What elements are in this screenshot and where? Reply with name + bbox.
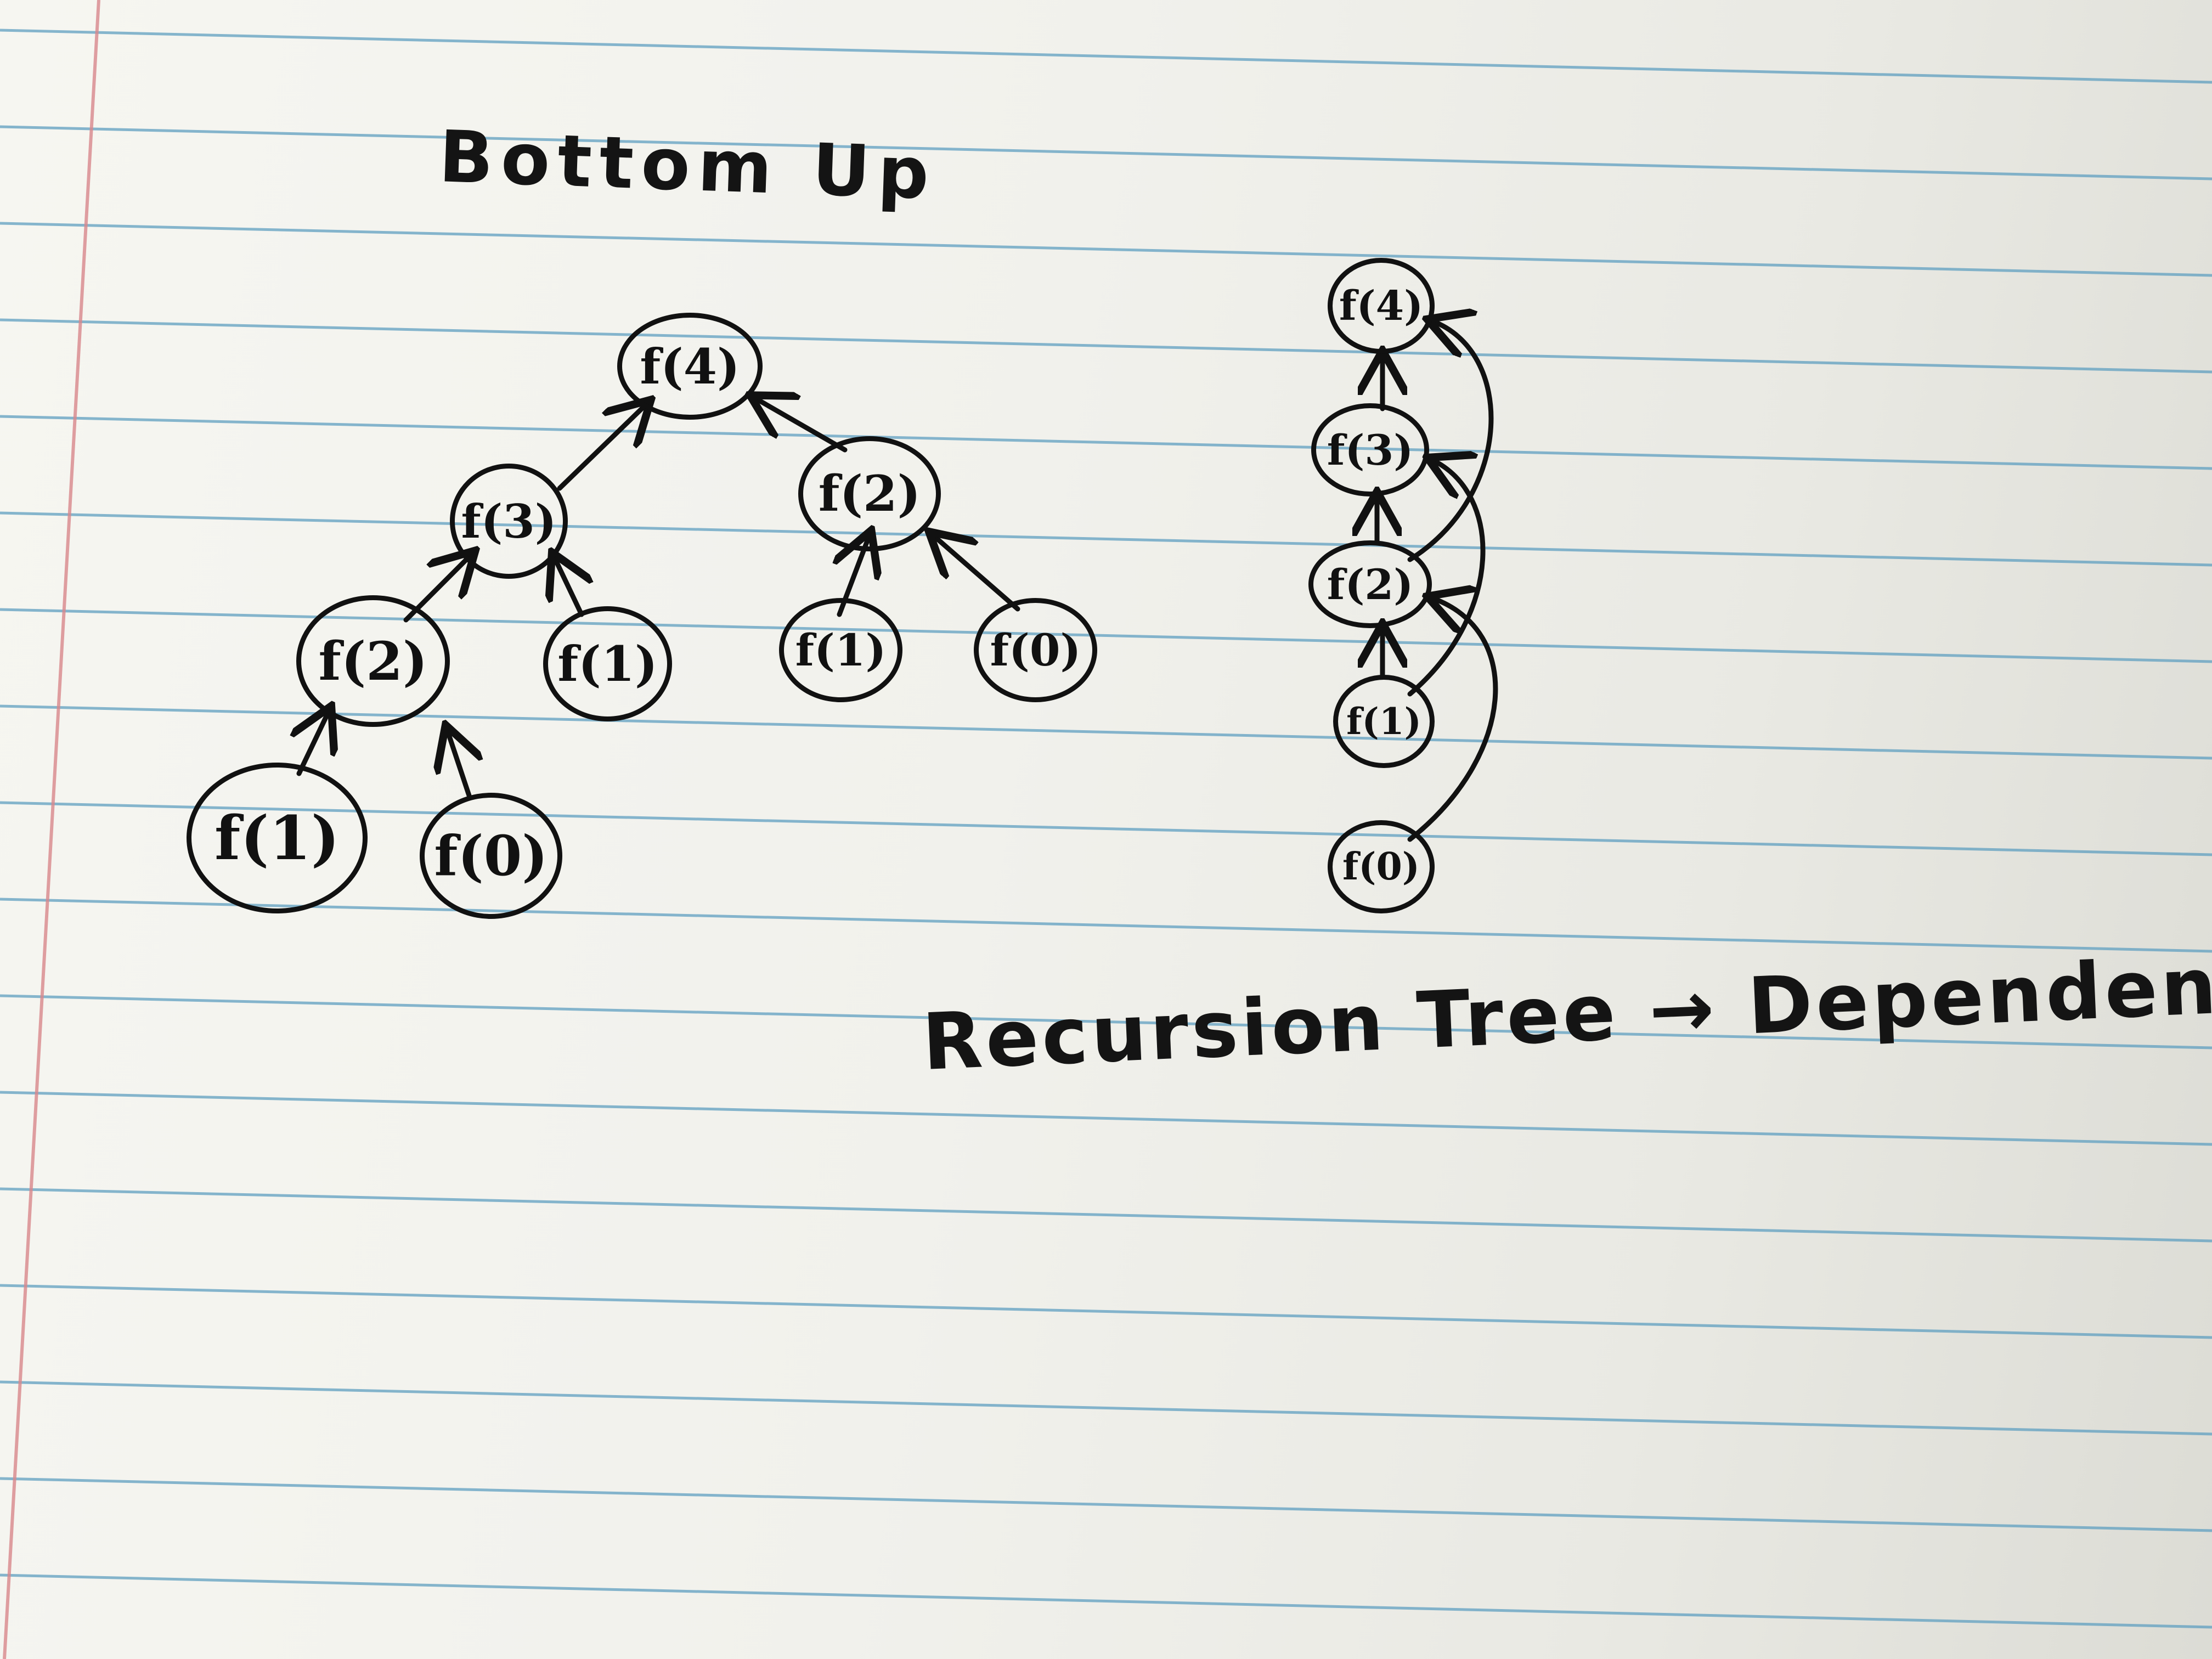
dep-node-label: f(0): [1342, 845, 1420, 889]
tree-node-label: f(1): [215, 803, 340, 873]
ruled-line: [0, 511, 2212, 567]
edge-dep-f1-to-f3: [1407, 460, 1486, 697]
tree-node-left-right: f(1): [543, 606, 672, 721]
caption-arrow: →: [1647, 962, 1720, 1057]
tree-node-label: f(2): [318, 630, 428, 692]
dep-node-label: f(1): [1346, 700, 1421, 743]
ruled-line: [0, 1573, 2212, 1629]
tree-node-left-left-left: f(1): [187, 763, 368, 913]
tree-node-right: f(2): [798, 436, 941, 551]
edge-dep-f2-to-f4: [1407, 321, 1494, 562]
dep-node-f4: f(4): [1328, 258, 1435, 354]
ruled-line: [0, 29, 2212, 84]
ruled-line: [0, 222, 2212, 277]
ruled-line: [0, 1284, 2212, 1339]
edge-f1-to-f3: [554, 557, 582, 617]
dep-node-f2: f(2): [1308, 540, 1432, 628]
tree-node-left: f(3): [450, 464, 568, 579]
edge-f0-to-f2l: [447, 730, 469, 798]
dep-node-label: f(2): [1327, 560, 1414, 609]
dep-node-label: f(3): [1327, 425, 1414, 475]
edge-f3-to-f4: [557, 403, 647, 491]
edge-f2-to-f4: [754, 398, 848, 453]
margin-line: [3, 0, 100, 1659]
ruled-line: [0, 415, 2212, 470]
tree-node-left-left: f(2): [296, 595, 450, 727]
tree-node-left-left-right: f(0): [420, 793, 562, 919]
edge-f1-to-f2l: [299, 710, 329, 776]
ruled-line: [0, 1380, 2212, 1436]
tree-node-right-left: f(1): [779, 598, 902, 702]
tree-node-label: f(1): [557, 635, 658, 692]
ruled-line: [0, 318, 2212, 374]
edge-dep-f0-to-f2: [1407, 598, 1498, 842]
tree-node-label: f(0): [434, 823, 548, 888]
dep-node-f0: f(0): [1328, 820, 1435, 913]
ruled-line: [0, 1477, 2212, 1532]
tree-node-label: f(1): [795, 624, 887, 676]
tree-node-label: f(3): [461, 494, 557, 549]
ruled-line: [0, 898, 2212, 953]
ruled-line: [0, 1187, 2212, 1243]
ruled-line: [0, 125, 2212, 180]
ruled-line: [0, 801, 2212, 856]
tree-node-label: f(4): [640, 337, 740, 395]
tree-node-right-right: f(0): [974, 598, 1097, 702]
tree-node-label: f(2): [818, 465, 921, 523]
tree-node-label: f(0): [990, 624, 1081, 676]
edge-f0-to-f2r: [933, 535, 1020, 612]
dep-node-label: f(4): [1339, 282, 1424, 330]
tree-node-root: f(4): [617, 313, 763, 420]
ruled-line: [0, 1091, 2212, 1146]
ruled-line: [0, 994, 2212, 1049]
dep-node-f1: f(1): [1333, 675, 1435, 768]
dep-node-f3: f(3): [1311, 403, 1429, 496]
